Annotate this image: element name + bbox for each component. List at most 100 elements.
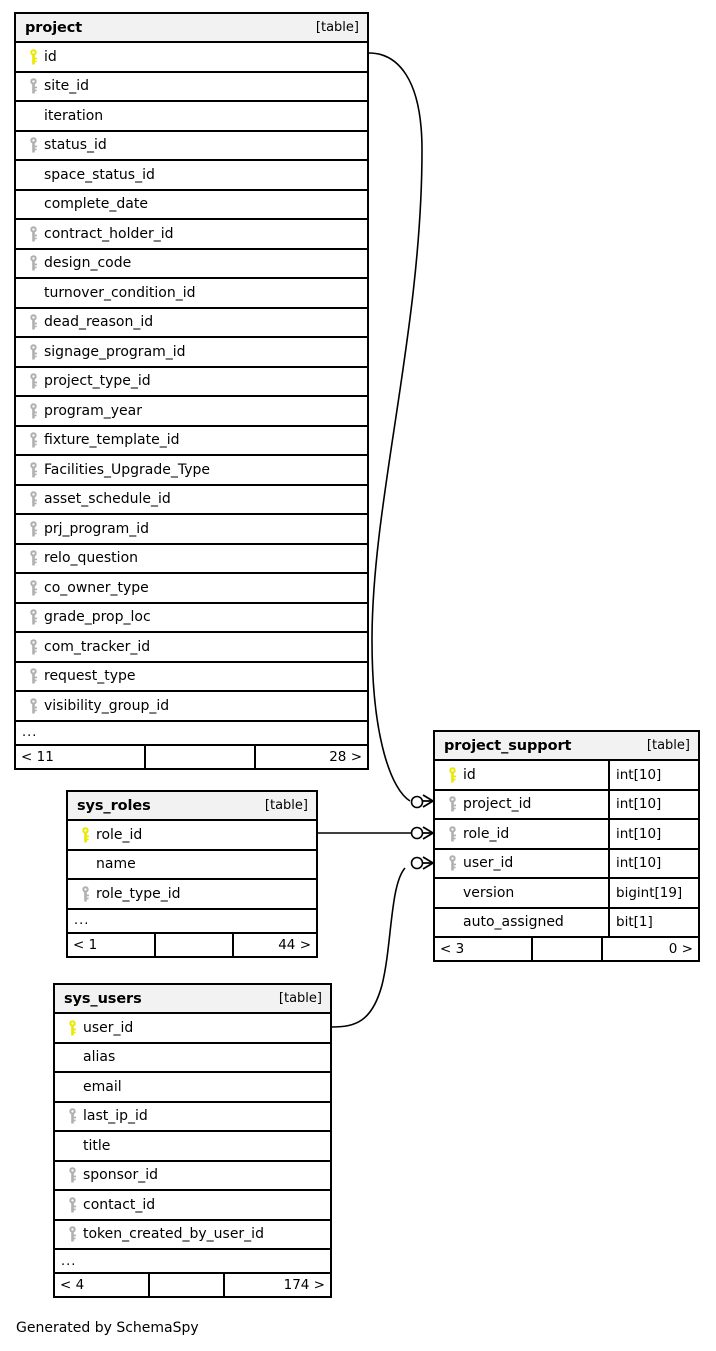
column-name: alias xyxy=(83,1049,116,1066)
column-row[interactable]: role_id int[10] xyxy=(435,820,698,850)
column-row[interactable]: sponsor_id xyxy=(55,1161,330,1191)
column-row[interactable]: role_type_id xyxy=(68,880,316,910)
column-main: Facilities_Upgrade_Type xyxy=(16,456,367,484)
column-row[interactable]: Facilities_Upgrade_Type xyxy=(16,456,367,486)
column-row[interactable]: site_id xyxy=(16,72,367,102)
column-row[interactable]: user_id xyxy=(55,1014,330,1044)
column-row[interactable]: alias xyxy=(55,1043,330,1073)
column-row[interactable]: status_id xyxy=(16,131,367,161)
column-name: id xyxy=(463,766,476,783)
foreign-key-icon xyxy=(24,343,42,360)
column-row[interactable]: id int[10] xyxy=(435,761,698,791)
foreign-key-icon xyxy=(24,638,42,655)
column-name: project_type_id xyxy=(44,373,151,390)
column-row[interactable]: co_owner_type xyxy=(16,574,367,604)
column-row[interactable]: id xyxy=(16,43,367,73)
column-row[interactable]: last_ip_id xyxy=(55,1102,330,1132)
column-name: dead_reason_id xyxy=(44,314,154,331)
column-name: co_owner_type xyxy=(44,579,149,596)
column-row[interactable]: title xyxy=(55,1132,330,1162)
foreign-key-icon xyxy=(63,1226,81,1242)
column-row[interactable]: project_type_id xyxy=(16,367,367,397)
table-project-more-columns: ... xyxy=(16,722,367,746)
column-main: space_status_id xyxy=(16,161,367,189)
column-main: relo_question xyxy=(16,545,367,573)
primary-key-icon xyxy=(443,766,461,783)
column-row[interactable]: grade_prop_loc xyxy=(16,603,367,633)
column-row[interactable]: design_code xyxy=(16,249,367,279)
column-row[interactable]: name xyxy=(68,850,316,880)
column-type: int[10] xyxy=(608,761,698,789)
table-project_support-footer: < 3 0 > xyxy=(435,938,698,960)
column-row[interactable]: complete_date xyxy=(16,190,367,220)
column-type: int[10] xyxy=(608,820,698,848)
column-row[interactable]: space_status_id xyxy=(16,161,367,191)
column-type: bit[1] xyxy=(608,908,698,936)
column-main: turnover_condition_id xyxy=(16,279,367,307)
table-sys_users-kind: [table] xyxy=(278,991,322,1006)
column-name: role_id xyxy=(463,825,510,842)
column-row[interactable]: role_id xyxy=(68,821,316,851)
column-type: bigint[19] xyxy=(608,879,698,907)
column-row[interactable]: iteration xyxy=(16,102,367,132)
column-row[interactable]: program_year xyxy=(16,397,367,427)
column-name: user_id xyxy=(83,1019,134,1036)
column-row[interactable]: turnover_condition_id xyxy=(16,279,367,309)
foreign-key-icon xyxy=(24,373,42,389)
column-main: grade_prop_loc xyxy=(16,604,367,632)
column-row[interactable]: signage_program_id xyxy=(16,338,367,368)
column-name: token_created_by_user_id xyxy=(83,1226,264,1243)
foreign-key-icon xyxy=(24,432,42,448)
column-row[interactable]: email xyxy=(55,1073,330,1103)
column-main: complete_date xyxy=(16,191,367,219)
column-main: alias xyxy=(55,1044,330,1072)
column-main: iteration xyxy=(16,102,367,130)
column-name: com_tracker_id xyxy=(44,638,151,655)
foreign-key-icon xyxy=(24,520,42,537)
table-sys_users-parents-count: < 4 xyxy=(55,1274,150,1296)
column-row[interactable]: visibility_group_id xyxy=(16,692,367,722)
column-row[interactable]: relo_question xyxy=(16,544,367,574)
foreign-key-icon xyxy=(63,1108,81,1124)
column-row[interactable]: contact_id xyxy=(55,1191,330,1221)
column-main: role_type_id xyxy=(68,880,316,908)
table-project-footer: < 11 28 > xyxy=(16,745,367,768)
column-row[interactable]: asset_schedule_id xyxy=(16,485,367,515)
column-row[interactable]: prj_program_id xyxy=(16,515,367,545)
table-project_support-kind: [table] xyxy=(646,738,690,753)
column-name: fixture_template_id xyxy=(44,432,180,449)
foreign-key-icon xyxy=(24,314,42,330)
foreign-key-icon xyxy=(24,579,42,596)
column-main: com_tracker_id xyxy=(16,633,367,661)
table-project-footer-mid xyxy=(146,745,256,768)
column-main: sponsor_id xyxy=(55,1162,330,1190)
column-row[interactable]: com_tracker_id xyxy=(16,633,367,663)
table-sys_roles-children-count: 44 > xyxy=(278,936,311,953)
column-row[interactable]: fixture_template_id xyxy=(16,426,367,456)
column-row[interactable]: contract_holder_id xyxy=(16,220,367,250)
column-main: visibility_group_id xyxy=(16,692,367,720)
column-row[interactable]: request_type xyxy=(16,662,367,692)
column-name: status_id xyxy=(44,137,107,154)
column-row[interactable]: dead_reason_id xyxy=(16,308,367,338)
table-sys_roles-parents-count: < 1 xyxy=(68,933,156,956)
foreign-key-icon xyxy=(443,796,461,812)
table-project-header: project [table] xyxy=(16,14,367,43)
column-row[interactable]: token_created_by_user_id xyxy=(55,1220,330,1250)
zero-or-more-circle xyxy=(410,795,424,809)
column-name: iteration xyxy=(44,107,104,124)
relationship-project-to-project_support xyxy=(368,52,434,809)
column-name: request_type xyxy=(44,668,136,685)
zero-or-more-circle xyxy=(410,856,424,870)
column-name: last_ip_id xyxy=(83,1108,148,1125)
column-name: project_id xyxy=(463,796,532,813)
